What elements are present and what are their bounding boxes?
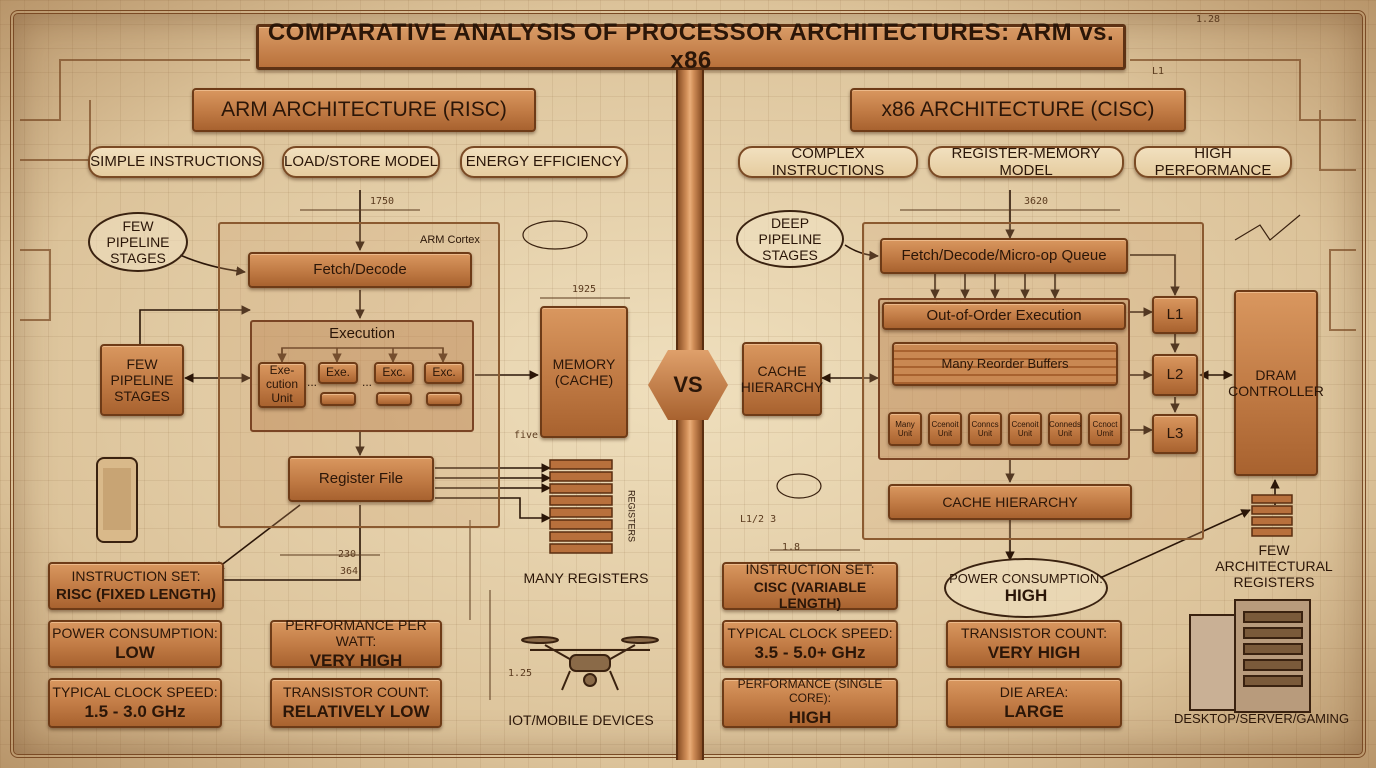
stat-value: RISC (FIXED LENGTH) — [56, 586, 216, 604]
x86-few-registers-caption: FEW ARCHITECTURAL REGISTERS — [1215, 542, 1333, 591]
x86-exec-unit-5: Conneds Unit — [1048, 412, 1082, 446]
arm-dim-230: 230 — [338, 549, 357, 560]
arm-exec-unit-1: Exe- cution Unit — [258, 362, 306, 408]
x86-exec-unit-6: Ccnoct Umit — [1088, 412, 1122, 446]
x86-reorder-buffers: Many Reorder Buffers — [892, 342, 1118, 386]
arm-dim-1925: 1925 — [572, 284, 597, 295]
stat-value: VERY HIGH — [309, 651, 403, 671]
power-value: HIGH — [1004, 585, 1048, 605]
arm-tag-energy-efficiency: ENERGY EFFICIENCY — [460, 146, 628, 178]
stat-value: LARGE — [1004, 702, 1064, 722]
arm-stat-power: POWER CONSUMPTION: LOW — [48, 620, 222, 668]
power-label: POWER CONSUMPTION: — [949, 570, 1103, 586]
x86-stat-instruction-set: INSTRUCTION SET: CISC (VARIABLE LENGTH) — [722, 560, 898, 612]
x86-tag-high-performance: HIGH PERFORMANCE — [1134, 145, 1292, 179]
arm-dim-125: 1.25 — [508, 668, 533, 679]
arm-stat-instruction-set: INSTRUCTION SET: RISC (FIXED LENGTH) — [48, 562, 224, 610]
arm-core-label: ARM Cortex — [420, 234, 480, 246]
x86-cache-l3: L3 — [1152, 414, 1198, 454]
register-stack-icon — [549, 459, 613, 554]
x86-exec-unit-2: Ccenoit Unit — [928, 412, 962, 446]
arm-dim-364: 364 — [340, 566, 359, 577]
stat-value: LOW — [115, 643, 155, 663]
drone-icon — [521, 636, 659, 691]
stat-label: INSTRUCTION SET: — [71, 568, 201, 585]
arm-memory-cache: MEMORY (CACHE) — [540, 306, 628, 438]
x86-pipeline-callout: DEEP PIPELINE STAGES — [736, 210, 844, 268]
arm-exec-unit-3: Exc. — [374, 362, 414, 384]
x86-ooo-execution: Out-of-Order Execution — [882, 302, 1126, 330]
arm-registers-caption: MANY REGISTERS — [523, 570, 649, 586]
arm-stat-perf-per-watt: PERFORMANCE PER WATT: VERY HIGH — [270, 617, 442, 671]
x86-tag-register-memory: REGISTER-MEMORY MODEL — [928, 145, 1124, 179]
arm-pipeline-callout: FEW PIPELINE STAGES — [88, 212, 188, 272]
x86-dim-3620: 3620 — [1024, 196, 1049, 207]
arm-note-five: five — [514, 430, 539, 441]
stat-label: TYPICAL CLOCK SPEED: — [727, 625, 893, 642]
x86-dim-128: 1.28 — [1196, 14, 1221, 25]
x86-stat-transistors: TRANSISTOR COUNT: VERY HIGH — [946, 620, 1122, 668]
stat-value: CISC (VARIABLE LENGTH) — [753, 578, 867, 612]
stat-label: TYPICAL CLOCK SPEED: — [52, 684, 218, 701]
x86-cache-hierarchy-box: CACHE HIERARCHY — [741, 342, 823, 416]
arm-stat-clock: TYPICAL CLOCK SPEED: 1.5 - 3.0 GHz — [48, 678, 222, 728]
arm-device-caption: IOT/MOBILE DEVICES — [508, 712, 654, 728]
stat-value: 3.5 - 5.0+ GHz — [754, 643, 866, 663]
arm-stat-transistors: TRANSISTOR COUNT: RELATIVELY LOW — [270, 678, 442, 728]
stat-label: PERFORMANCE (SINGLE CORE): — [737, 677, 883, 706]
arm-fetch-decode: Fetch/Decode — [248, 252, 472, 288]
x86-stat-clock: TYPICAL CLOCK SPEED: 3.5 - 5.0+ GHz — [722, 620, 898, 668]
stat-value: HIGH — [788, 708, 832, 728]
x86-dram-controller: DRAM CONTROLLER — [1228, 290, 1324, 476]
x86-note-l1: L1 — [1152, 66, 1165, 77]
arm-exec-sub-1 — [320, 392, 356, 406]
x86-dim-18: 1.8 — [782, 542, 801, 553]
arm-pipeline-box: FEW PIPELINE STAGES — [100, 344, 184, 416]
x86-cache-l2: L2 — [1152, 354, 1198, 396]
arm-execution-label: Execution — [329, 325, 395, 342]
page-title: COMPARATIVE ANALYSIS OF PROCESSOR ARCHIT… — [256, 19, 1126, 74]
arm-exec-unit-2: Exe. — [318, 362, 358, 384]
x86-stat-die-area: DIE AREA: LARGE — [946, 678, 1122, 728]
stat-value: RELATIVELY LOW — [282, 702, 430, 722]
x86-dim-l12: L1/2 3 — [740, 514, 777, 525]
stat-label: TRANSISTOR COUNT: — [283, 684, 429, 701]
x86-device-caption: DESKTOP/SERVER/GAMING — [1174, 711, 1350, 726]
stat-label: DIE AREA: — [999, 684, 1069, 701]
arm-exec-sub-2 — [376, 392, 412, 406]
arm-registers-side-label: REGISTERS — [626, 490, 637, 543]
stat-value: VERY HIGH — [987, 643, 1081, 663]
smartphone-icon — [96, 457, 138, 543]
x86-exec-unit-3: Conncs Unit — [968, 412, 1002, 446]
stat-label: POWER CONSUMPTION: — [52, 625, 218, 642]
x86-power-callout: POWER CONSUMPTION: HIGH — [944, 558, 1108, 618]
arm-exec-unit-4: Exc. — [424, 362, 464, 384]
x86-cache-l1: L1 — [1152, 296, 1198, 334]
x86-exec-unit-4: Ccenoit Unit — [1008, 412, 1042, 446]
x86-cache-hierarchy-bar: CACHE HIERARCHY — [888, 484, 1132, 520]
x86-tag-complex-instructions: COMPLEX INSTRUCTIONS — [738, 145, 918, 179]
arm-exec-ellipsis-2: ... — [361, 375, 372, 389]
server-tower-icon — [1189, 599, 1311, 713]
stat-value: 1.5 - 3.0 GHz — [84, 702, 186, 722]
arm-dim-1750: 1750 — [370, 196, 395, 207]
arm-tag-simple-instructions: SIMPLE INSTRUCTIONS — [88, 146, 264, 178]
x86-fetch-decode-queue: Fetch/Decode/Micro-op Queue — [880, 238, 1128, 274]
stat-label: INSTRUCTION SET: — [745, 560, 875, 577]
x86-stat-single-core: PERFORMANCE (SINGLE CORE): HIGH — [722, 678, 898, 728]
stat-label: PERFORMANCE PER WATT: — [285, 617, 427, 650]
arm-tag-load-store: LOAD/STORE MODEL — [282, 146, 440, 178]
arm-exec-sub-3 — [426, 392, 462, 406]
x86-exec-unit-1: Many Unit — [888, 412, 922, 446]
arm-heading: ARM ARCHITECTURE (RISC) — [192, 88, 536, 132]
arm-register-file: Register File — [288, 456, 434, 502]
stat-label: TRANSISTOR COUNT: — [961, 625, 1107, 642]
x86-heading: x86 ARCHITECTURE (CISC) — [850, 88, 1186, 132]
arm-exec-ellipsis-1: ... — [306, 375, 317, 389]
